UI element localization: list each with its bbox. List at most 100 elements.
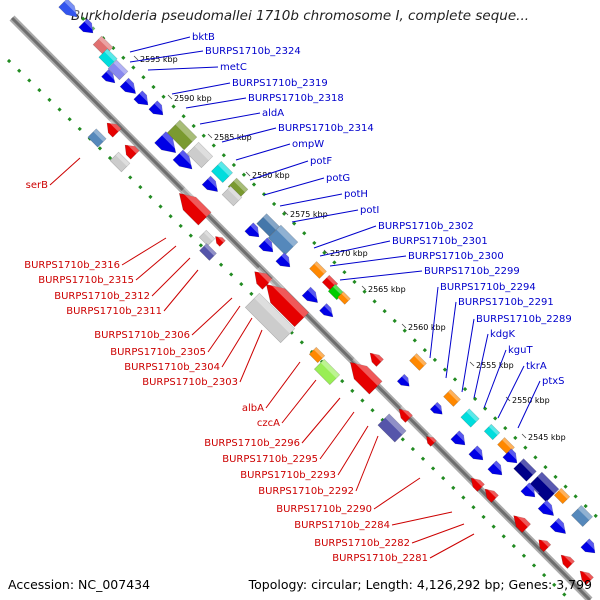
gene-label-reverse[interactable]: BURPS1710b_2284: [294, 520, 390, 531]
gene-label-reverse[interactable]: BURPS1710b_2306: [94, 330, 190, 341]
gene-leader-reverse: [49, 157, 81, 186]
kbp-tick-label: 2555 kbp: [476, 361, 514, 370]
feature-forward-10: [186, 141, 214, 169]
gene-leader-forward: [319, 240, 391, 257]
gene-label-reverse[interactable]: BURPS1710b_2304: [124, 362, 220, 373]
gene-leader-reverse: [151, 257, 191, 297]
gene-leader-reverse: [281, 379, 317, 424]
feature-forward-27: [319, 303, 337, 318]
feature-forward-6: [119, 77, 140, 94]
gene-label-reverse[interactable]: BURPS1710b_2282: [314, 538, 410, 549]
gene-leader-forward: [429, 286, 439, 359]
feature-reverse-17: [426, 433, 437, 447]
feature-forward-28: [409, 353, 427, 371]
gene-leader-forward: [517, 380, 541, 429]
gene-leader-forward: [171, 82, 231, 95]
feature-reverse-5: [198, 229, 216, 247]
gene-label-forward[interactable]: BURPS1710b_2300: [408, 251, 504, 262]
feature-reverse-7: [215, 233, 226, 247]
kbp-tick-label: 2595 kbp: [140, 55, 178, 64]
gene-label-reverse[interactable]: BURPS1710b_2296: [204, 438, 300, 449]
gene-label-reverse[interactable]: BURPS1710b_2292: [258, 486, 354, 497]
gene-label-forward[interactable]: potH: [344, 189, 368, 200]
gene-leader-forward: [129, 36, 191, 53]
gene-label-reverse[interactable]: BURPS1710b_2315: [38, 275, 134, 286]
feature-forward-30: [429, 401, 446, 415]
gene-label-forward[interactable]: tkrA: [526, 361, 547, 372]
gene-label-reverse[interactable]: BURPS1710b_2295: [222, 454, 318, 465]
feature-reverse-1: [87, 128, 107, 148]
gene-label-forward[interactable]: BURPS1710b_2318: [248, 93, 344, 104]
kbp-tick-label: 2585 kbp: [214, 133, 252, 142]
feature-forward-42: [537, 499, 558, 516]
gene-label-reverse[interactable]: albA: [242, 403, 264, 414]
gene-leader-forward: [185, 97, 247, 109]
feature-reverse-19: [484, 485, 499, 503]
gene-label-forward[interactable]: bktB: [192, 32, 215, 43]
gene-label-forward[interactable]: BURPS1710b_2314: [278, 123, 374, 134]
gene-leader-forward: [279, 193, 343, 207]
gene-leader-reverse: [191, 297, 233, 336]
gene-label-forward[interactable]: BURPS1710b_2289: [476, 314, 572, 325]
gene-leader-reverse: [207, 305, 241, 353]
kbp-tick-label: 2570 kbp: [330, 249, 368, 258]
feature-reverse-8: [254, 266, 273, 290]
gene-label-forward[interactable]: kdgK: [490, 329, 515, 340]
kbp-tick-mark: [133, 55, 139, 61]
gene-leader-reverse: [265, 361, 301, 409]
gene-label-forward[interactable]: BURPS1710b_2301: [392, 236, 488, 247]
kbp-tick-label: 2565 kbp: [368, 285, 406, 294]
gene-label-forward[interactable]: ompW: [292, 139, 324, 150]
gene-leader-reverse: [429, 533, 475, 559]
gene-label-reverse[interactable]: BURPS1710b_2290: [276, 504, 372, 515]
feature-forward-12: [172, 149, 198, 170]
feature-forward-33: [450, 430, 470, 446]
gene-leader-forward: [473, 333, 489, 399]
gene-label-reverse[interactable]: BURPS1710b_2303: [142, 377, 238, 388]
gene-leader-reverse: [337, 425, 369, 476]
gene-label-reverse[interactable]: czcA: [257, 418, 280, 429]
gene-leader-forward: [313, 225, 377, 249]
gene-label-reverse[interactable]: BURPS1710b_2316: [24, 260, 120, 271]
gene-label-forward[interactable]: ptxS: [542, 376, 565, 387]
kbp-tick-mark: [167, 94, 173, 100]
gene-label-forward[interactable]: potI: [360, 205, 379, 216]
gene-label-reverse[interactable]: serB: [26, 180, 48, 191]
gene-label-forward[interactable]: BURPS1710b_2302: [378, 221, 474, 232]
feature-forward-0: [58, 0, 82, 18]
kbp-tick-label: 2545 kbp: [528, 433, 566, 442]
feature-forward-35: [483, 423, 501, 441]
gene-label-forward[interactable]: aldA: [262, 108, 284, 119]
gene-label-forward[interactable]: BURPS1710b_2299: [424, 266, 520, 277]
kbp-tick-mark: [283, 210, 289, 216]
gene-label-forward[interactable]: metC: [220, 62, 247, 73]
gene-label-reverse[interactable]: BURPS1710b_2312: [54, 291, 150, 302]
gene-label-forward[interactable]: potF: [310, 156, 332, 167]
feature-forward-32: [460, 408, 480, 428]
gene-leader-forward: [339, 270, 423, 281]
kbp-tick-mark: [245, 171, 251, 177]
gene-label-reverse[interactable]: BURPS1710b_2281: [332, 553, 428, 564]
feature-forward-21: [275, 252, 295, 268]
gene-label-forward[interactable]: BURPS1710b_2294: [440, 282, 536, 293]
gene-label-forward[interactable]: BURPS1710b_2291: [458, 297, 554, 308]
gene-leader-forward: [329, 255, 407, 267]
feature-forward-29: [396, 373, 413, 387]
gene-leader-forward: [221, 127, 277, 143]
gene-label-forward[interactable]: BURPS1710b_2319: [232, 78, 328, 89]
feature-forward-17: [256, 213, 280, 237]
gene-label-forward[interactable]: kguT: [508, 345, 533, 356]
gene-label-reverse[interactable]: BURPS1710b_2305: [110, 347, 206, 358]
feature-forward-8: [148, 100, 168, 116]
gene-leader-forward: [291, 209, 359, 223]
feature-reverse-0: [106, 118, 122, 138]
gene-label-forward[interactable]: BURPS1710b_2324: [205, 46, 301, 57]
kbp-tick-label: 2580 kbp: [252, 171, 290, 180]
gene-leader-reverse: [135, 245, 177, 281]
feature-forward-34: [468, 445, 488, 461]
kbp-tick-mark: [361, 285, 367, 291]
gene-label-forward[interactable]: potG: [326, 173, 350, 184]
gene-label-reverse[interactable]: BURPS1710b_2311: [66, 306, 162, 317]
gene-label-reverse[interactable]: BURPS1710b_2293: [240, 470, 336, 481]
